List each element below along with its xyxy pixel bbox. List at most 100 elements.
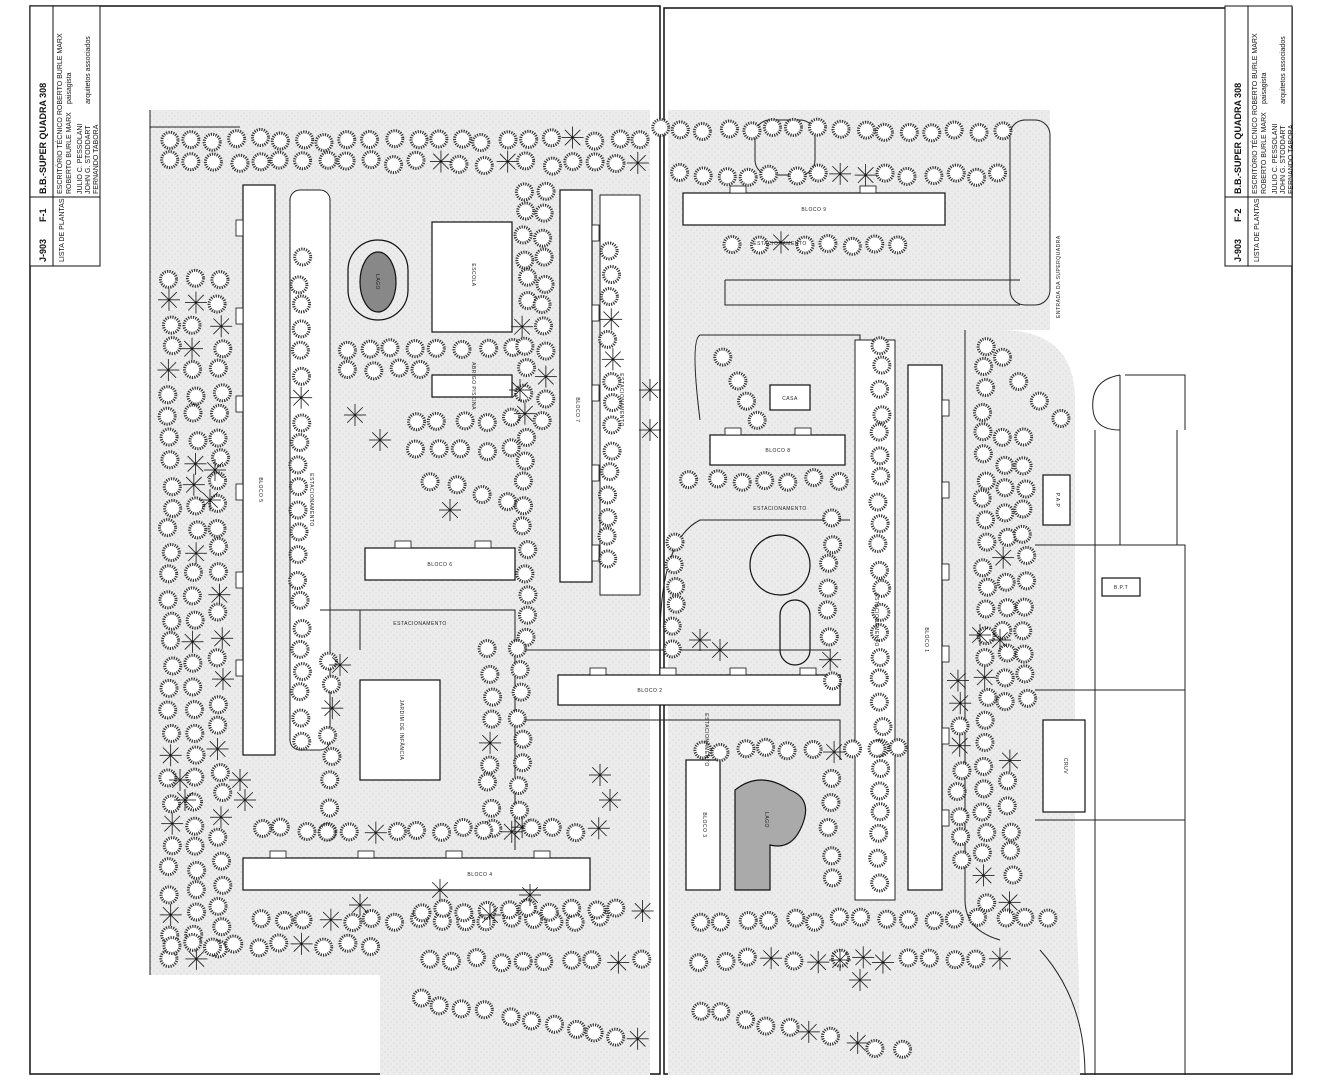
tree-icon	[292, 662, 312, 682]
palm-tree-icon	[500, 820, 523, 843]
palm-tree-icon	[161, 812, 184, 835]
tree-icon	[972, 802, 992, 822]
tree-icon	[988, 163, 1008, 183]
tree-icon	[269, 150, 289, 170]
name-3: FERNANDO TABORA	[93, 124, 100, 194]
tree-icon	[897, 166, 917, 186]
tree-icon	[288, 477, 308, 497]
sheet-number: F-1	[38, 209, 48, 223]
tree-icon	[585, 131, 605, 151]
tree-icon	[1012, 524, 1032, 544]
label-bloco-2: BLOCO 2	[637, 688, 662, 694]
tree-icon	[517, 898, 537, 918]
palm-tree-icon	[439, 499, 461, 521]
tree-icon	[756, 737, 776, 757]
palm-tree-icon	[185, 542, 208, 565]
tree-icon	[453, 129, 473, 149]
tree-icon	[289, 522, 309, 542]
palm-tree-icon	[769, 231, 792, 254]
bloco-4	[242, 857, 591, 891]
tree-icon	[162, 477, 182, 497]
bloco-1	[907, 364, 943, 891]
label-entrada: ENTRADA DA SUPERQUADRA	[1056, 235, 1062, 318]
tree-icon	[737, 391, 757, 411]
tree-icon	[319, 651, 339, 671]
tree-icon	[976, 599, 996, 619]
tree-icon	[1017, 545, 1037, 565]
tree-icon	[945, 950, 965, 970]
tree-icon	[181, 130, 201, 150]
tree-icon	[868, 492, 888, 512]
tree-icon	[474, 156, 494, 176]
tree-icon	[160, 130, 180, 150]
tree-icon	[539, 902, 559, 922]
tree-icon	[480, 664, 500, 684]
palm-tree-icon	[157, 288, 180, 311]
tree-icon	[208, 536, 228, 556]
palm-tree-icon	[948, 734, 971, 757]
tree-icon	[161, 543, 181, 563]
palm-tree-icon	[184, 452, 207, 475]
tree-icon	[693, 166, 713, 186]
palm-tree-icon	[290, 932, 313, 955]
tree-icon	[997, 643, 1017, 663]
tree-icon	[426, 411, 446, 431]
label-bloco-7: BLOCO 7	[574, 397, 580, 422]
tree-icon	[755, 471, 775, 491]
tree-icon	[662, 639, 682, 659]
tree-icon	[738, 167, 758, 187]
sheet-left-border	[29, 5, 661, 1075]
tree-icon	[320, 770, 340, 790]
tree-icon	[867, 739, 887, 759]
role: paisagista	[66, 72, 73, 104]
tree-icon	[533, 228, 553, 248]
tree-icon	[516, 151, 536, 171]
tree-icon	[821, 1026, 841, 1046]
abrigo	[431, 374, 513, 398]
tree-icon	[213, 339, 233, 359]
tree-icon	[708, 469, 728, 489]
tree-icon	[973, 402, 993, 422]
tree-icon	[454, 903, 474, 923]
tree-icon	[666, 577, 686, 597]
tree-icon	[161, 630, 181, 650]
tree-icon	[974, 779, 994, 799]
tree-icon	[509, 776, 529, 796]
tree-icon	[288, 455, 308, 475]
tree-icon	[865, 234, 885, 254]
tree-icon	[944, 909, 964, 929]
tree-icon	[339, 822, 359, 842]
palm-tree-icon	[321, 697, 344, 720]
palm-tree-icon	[229, 769, 251, 791]
tree-icon	[728, 371, 748, 391]
tree-icon	[158, 768, 178, 788]
palm-tree-icon	[989, 629, 1011, 651]
tree-icon	[320, 798, 340, 818]
tree-icon	[717, 167, 737, 187]
tree-icon	[893, 1039, 913, 1059]
tree-icon	[950, 716, 970, 736]
tree-icon	[679, 470, 699, 490]
label-abrigo: ABRIGO PISCINA	[470, 362, 476, 410]
tree-icon	[536, 389, 556, 409]
tree-icon	[162, 336, 182, 356]
tree-icon	[924, 911, 944, 931]
palm-tree-icon	[185, 947, 208, 970]
palm-tree-icon	[561, 126, 584, 149]
palm-tree-icon	[846, 1031, 869, 1054]
palm-tree-icon	[319, 908, 342, 931]
tree-icon	[830, 948, 850, 968]
tree-icon	[869, 668, 889, 688]
tree-icon	[208, 715, 228, 735]
tree-icon	[208, 471, 228, 491]
tree-icon	[514, 496, 534, 516]
label-parking-1: ESTACIONAMENTO	[308, 473, 314, 527]
tree-icon	[747, 410, 767, 430]
tree-icon	[269, 933, 289, 953]
tree-icon	[207, 648, 227, 668]
palm-tree-icon	[689, 629, 711, 651]
tree-icon	[713, 347, 733, 367]
palm-tree-icon	[626, 151, 649, 174]
tree-icon	[510, 660, 530, 680]
